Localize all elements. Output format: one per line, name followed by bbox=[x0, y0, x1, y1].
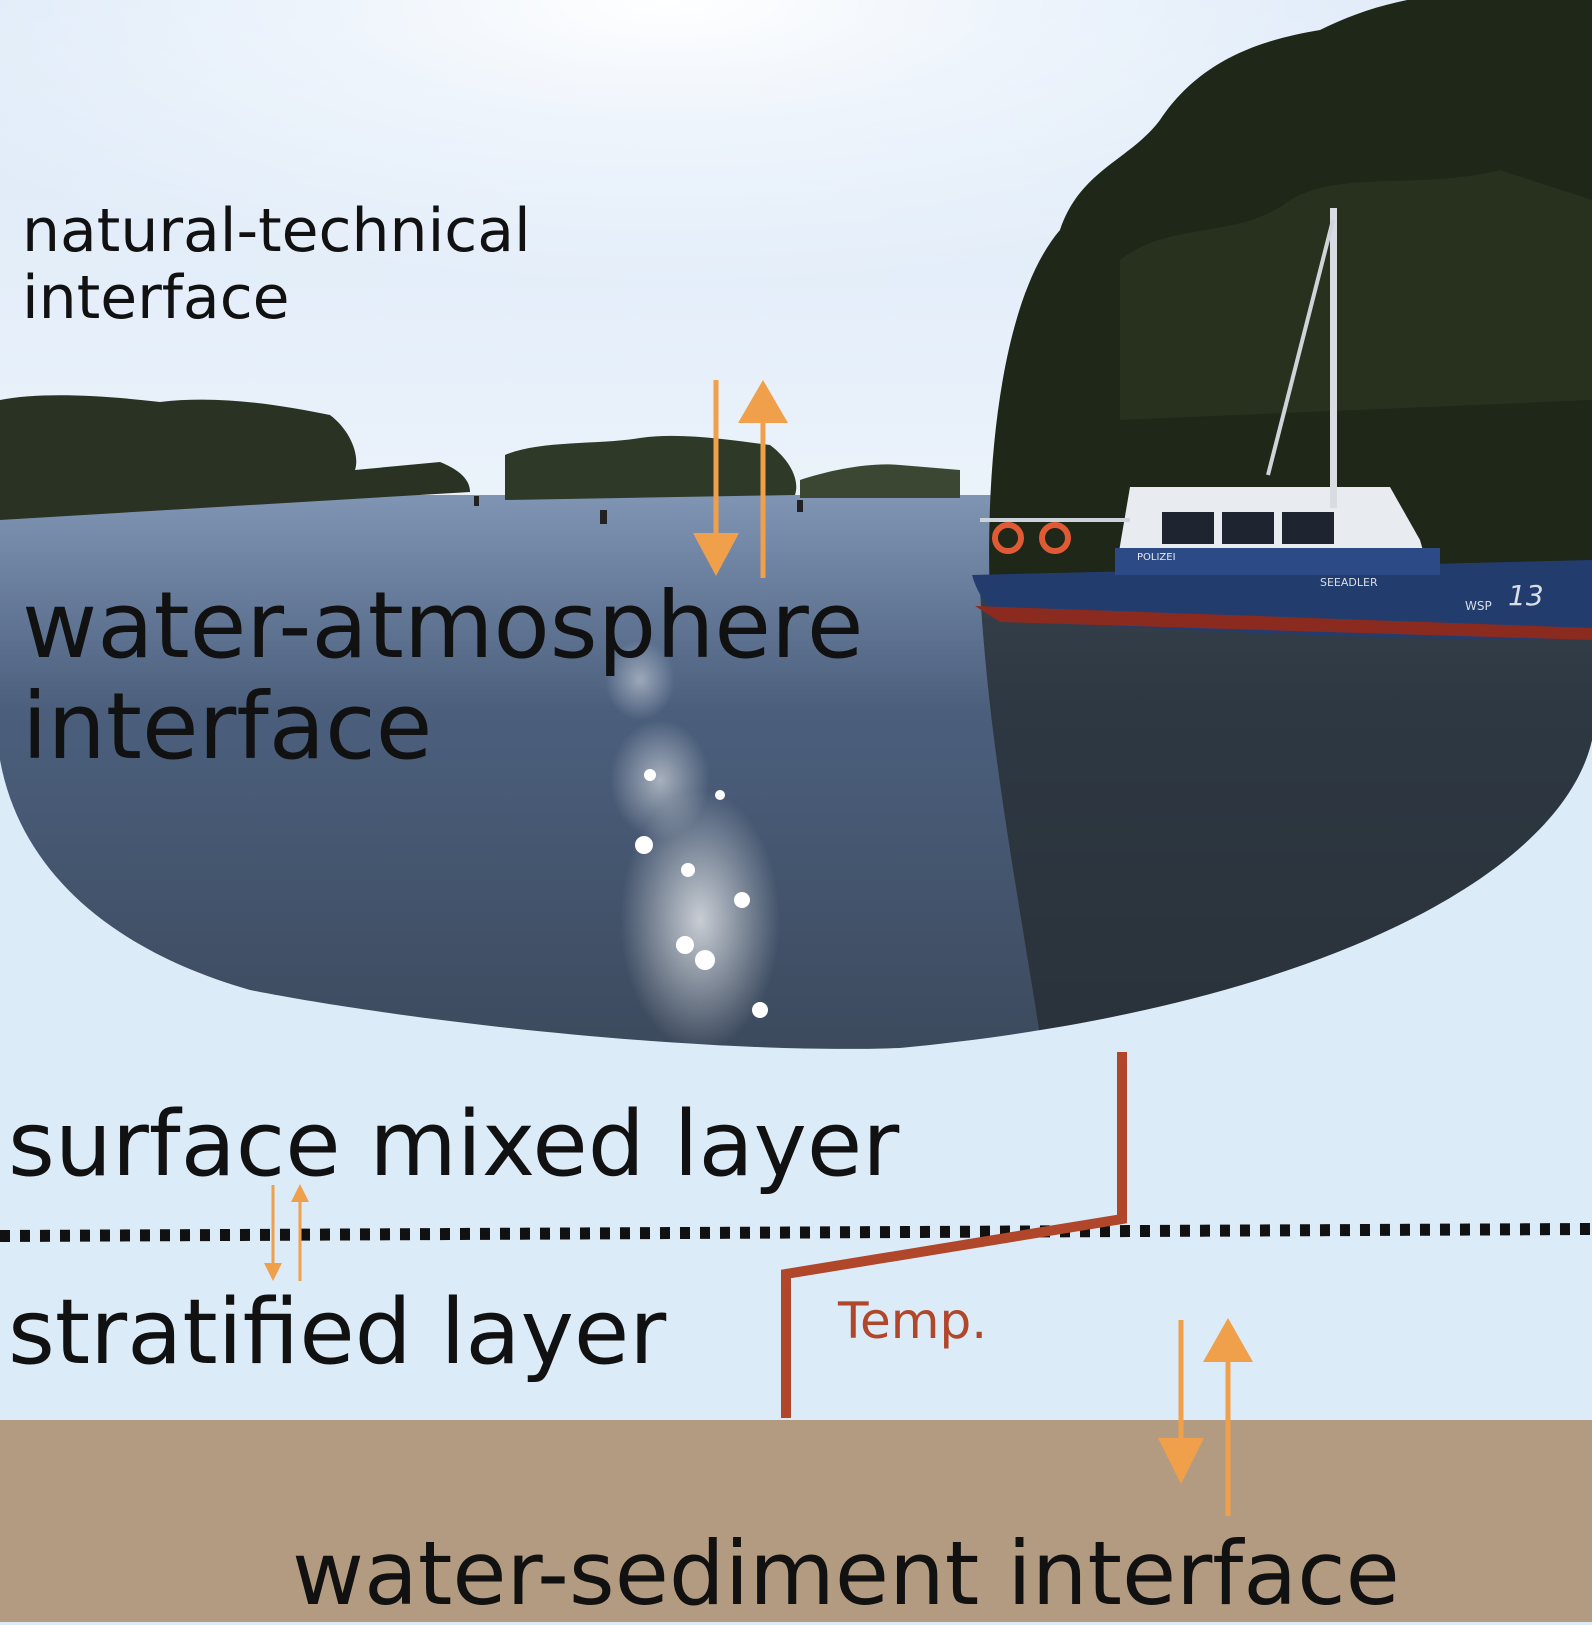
lake-photo bbox=[0, 0, 1592, 1049]
temperature-profile-line bbox=[781, 1052, 1127, 1418]
boat-name: SEEADLER bbox=[1320, 576, 1378, 589]
surface-mixed-layer-label: surface mixed layer bbox=[8, 1092, 900, 1197]
natural-technical-interface-label: natural-technical interface bbox=[22, 196, 531, 334]
water-sediment-interface-label: water-sediment interface bbox=[292, 1522, 1400, 1625]
boat-number: 13 bbox=[1508, 579, 1544, 612]
water-atmosphere-interface-label: water-atmosphere interface bbox=[22, 572, 864, 781]
layer-exchange-arrows-icon bbox=[264, 1184, 309, 1281]
atmosphere-exchange-arrows-icon bbox=[693, 380, 788, 578]
sediment-exchange-arrows-icon bbox=[1158, 1318, 1253, 1516]
temperature-label: Temp. bbox=[838, 1292, 988, 1350]
stratified-layer-label: stratified layer bbox=[8, 1280, 667, 1385]
sediment-layer bbox=[0, 1420, 1592, 1622]
thermocline-line bbox=[0, 1223, 1592, 1242]
boat-id: WSP bbox=[1465, 599, 1492, 613]
boat-marking: POLIZEI bbox=[1137, 552, 1176, 563]
